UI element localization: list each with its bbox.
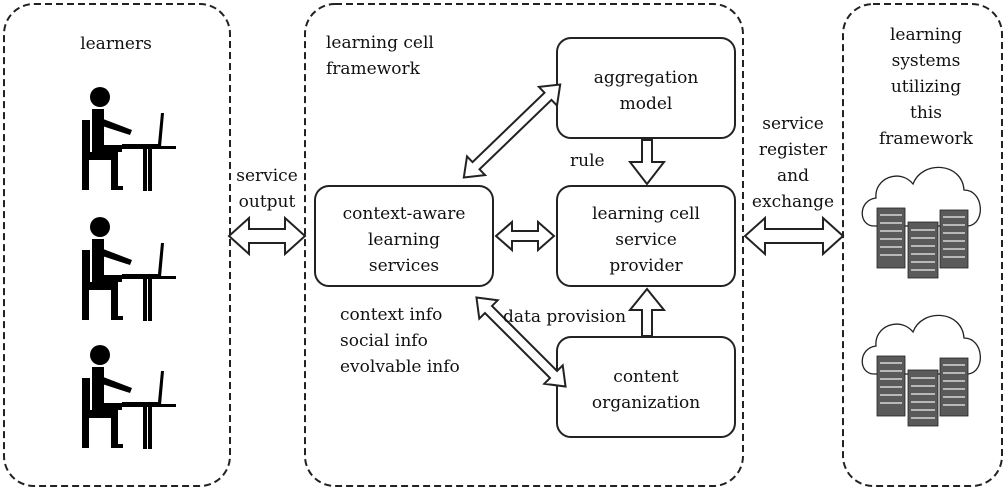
provider-line2: service <box>615 230 677 250</box>
provider-line3: provider <box>609 256 683 276</box>
learners-title: learners <box>80 34 152 54</box>
context-aware-line2: learning <box>368 230 440 250</box>
content-box <box>556 336 736 438</box>
context-aware-line3: services <box>369 256 439 276</box>
systems-title-line5: framework <box>879 129 974 149</box>
aggregation-line1: aggregation <box>594 68 699 88</box>
learner-2-icon <box>82 217 176 321</box>
systems-panel <box>842 3 1003 487</box>
register-label-4: exchange <box>752 192 834 212</box>
systems-title-line4: this <box>910 103 942 123</box>
framework-title-line1: learning cell <box>326 33 434 53</box>
framework-panel <box>304 3 744 487</box>
rule-label: rule <box>570 151 605 171</box>
aggregation-box <box>556 37 736 139</box>
learner-1-icon <box>82 87 176 191</box>
register-exchange-arrow <box>743 215 845 257</box>
context-content-arrow <box>475 296 567 388</box>
social-info-label: social info <box>340 331 428 351</box>
rule-arrow <box>627 139 667 186</box>
cloud-server-1-icon <box>861 166 982 279</box>
content-line1: content <box>613 367 679 387</box>
service-output-label-2: output <box>239 192 296 212</box>
systems-title-line3: utilizing <box>891 77 961 97</box>
context-aggregation-arrow <box>462 83 562 179</box>
aggregation-line2: model <box>620 94 673 114</box>
context-aware-box <box>314 185 494 287</box>
provider-line1: learning cell <box>592 204 700 224</box>
service-output-label-1: service <box>236 166 298 186</box>
evolvable-info-label: evolvable info <box>340 357 460 377</box>
context-provider-arrow <box>494 219 556 253</box>
register-label-3: and <box>777 166 809 186</box>
systems-title-line1: learning <box>890 25 962 45</box>
register-label-2: register <box>759 140 828 160</box>
context-aware-line1: context-aware <box>343 204 466 224</box>
framework-title-line2: framework <box>326 59 421 79</box>
content-line2: organization <box>592 393 700 413</box>
service-output-arrow <box>227 215 307 257</box>
context-info-label: context info <box>340 305 442 325</box>
cloud-server-2-icon <box>861 314 982 427</box>
data-provision-arrow <box>627 287 667 337</box>
learners-panel <box>3 3 231 487</box>
provider-box <box>556 185 736 287</box>
register-label-1: service <box>762 114 824 134</box>
systems-title-line2: systems <box>892 51 961 71</box>
learner-3-icon <box>82 345 176 449</box>
data-provision-label: data provision <box>503 307 626 327</box>
